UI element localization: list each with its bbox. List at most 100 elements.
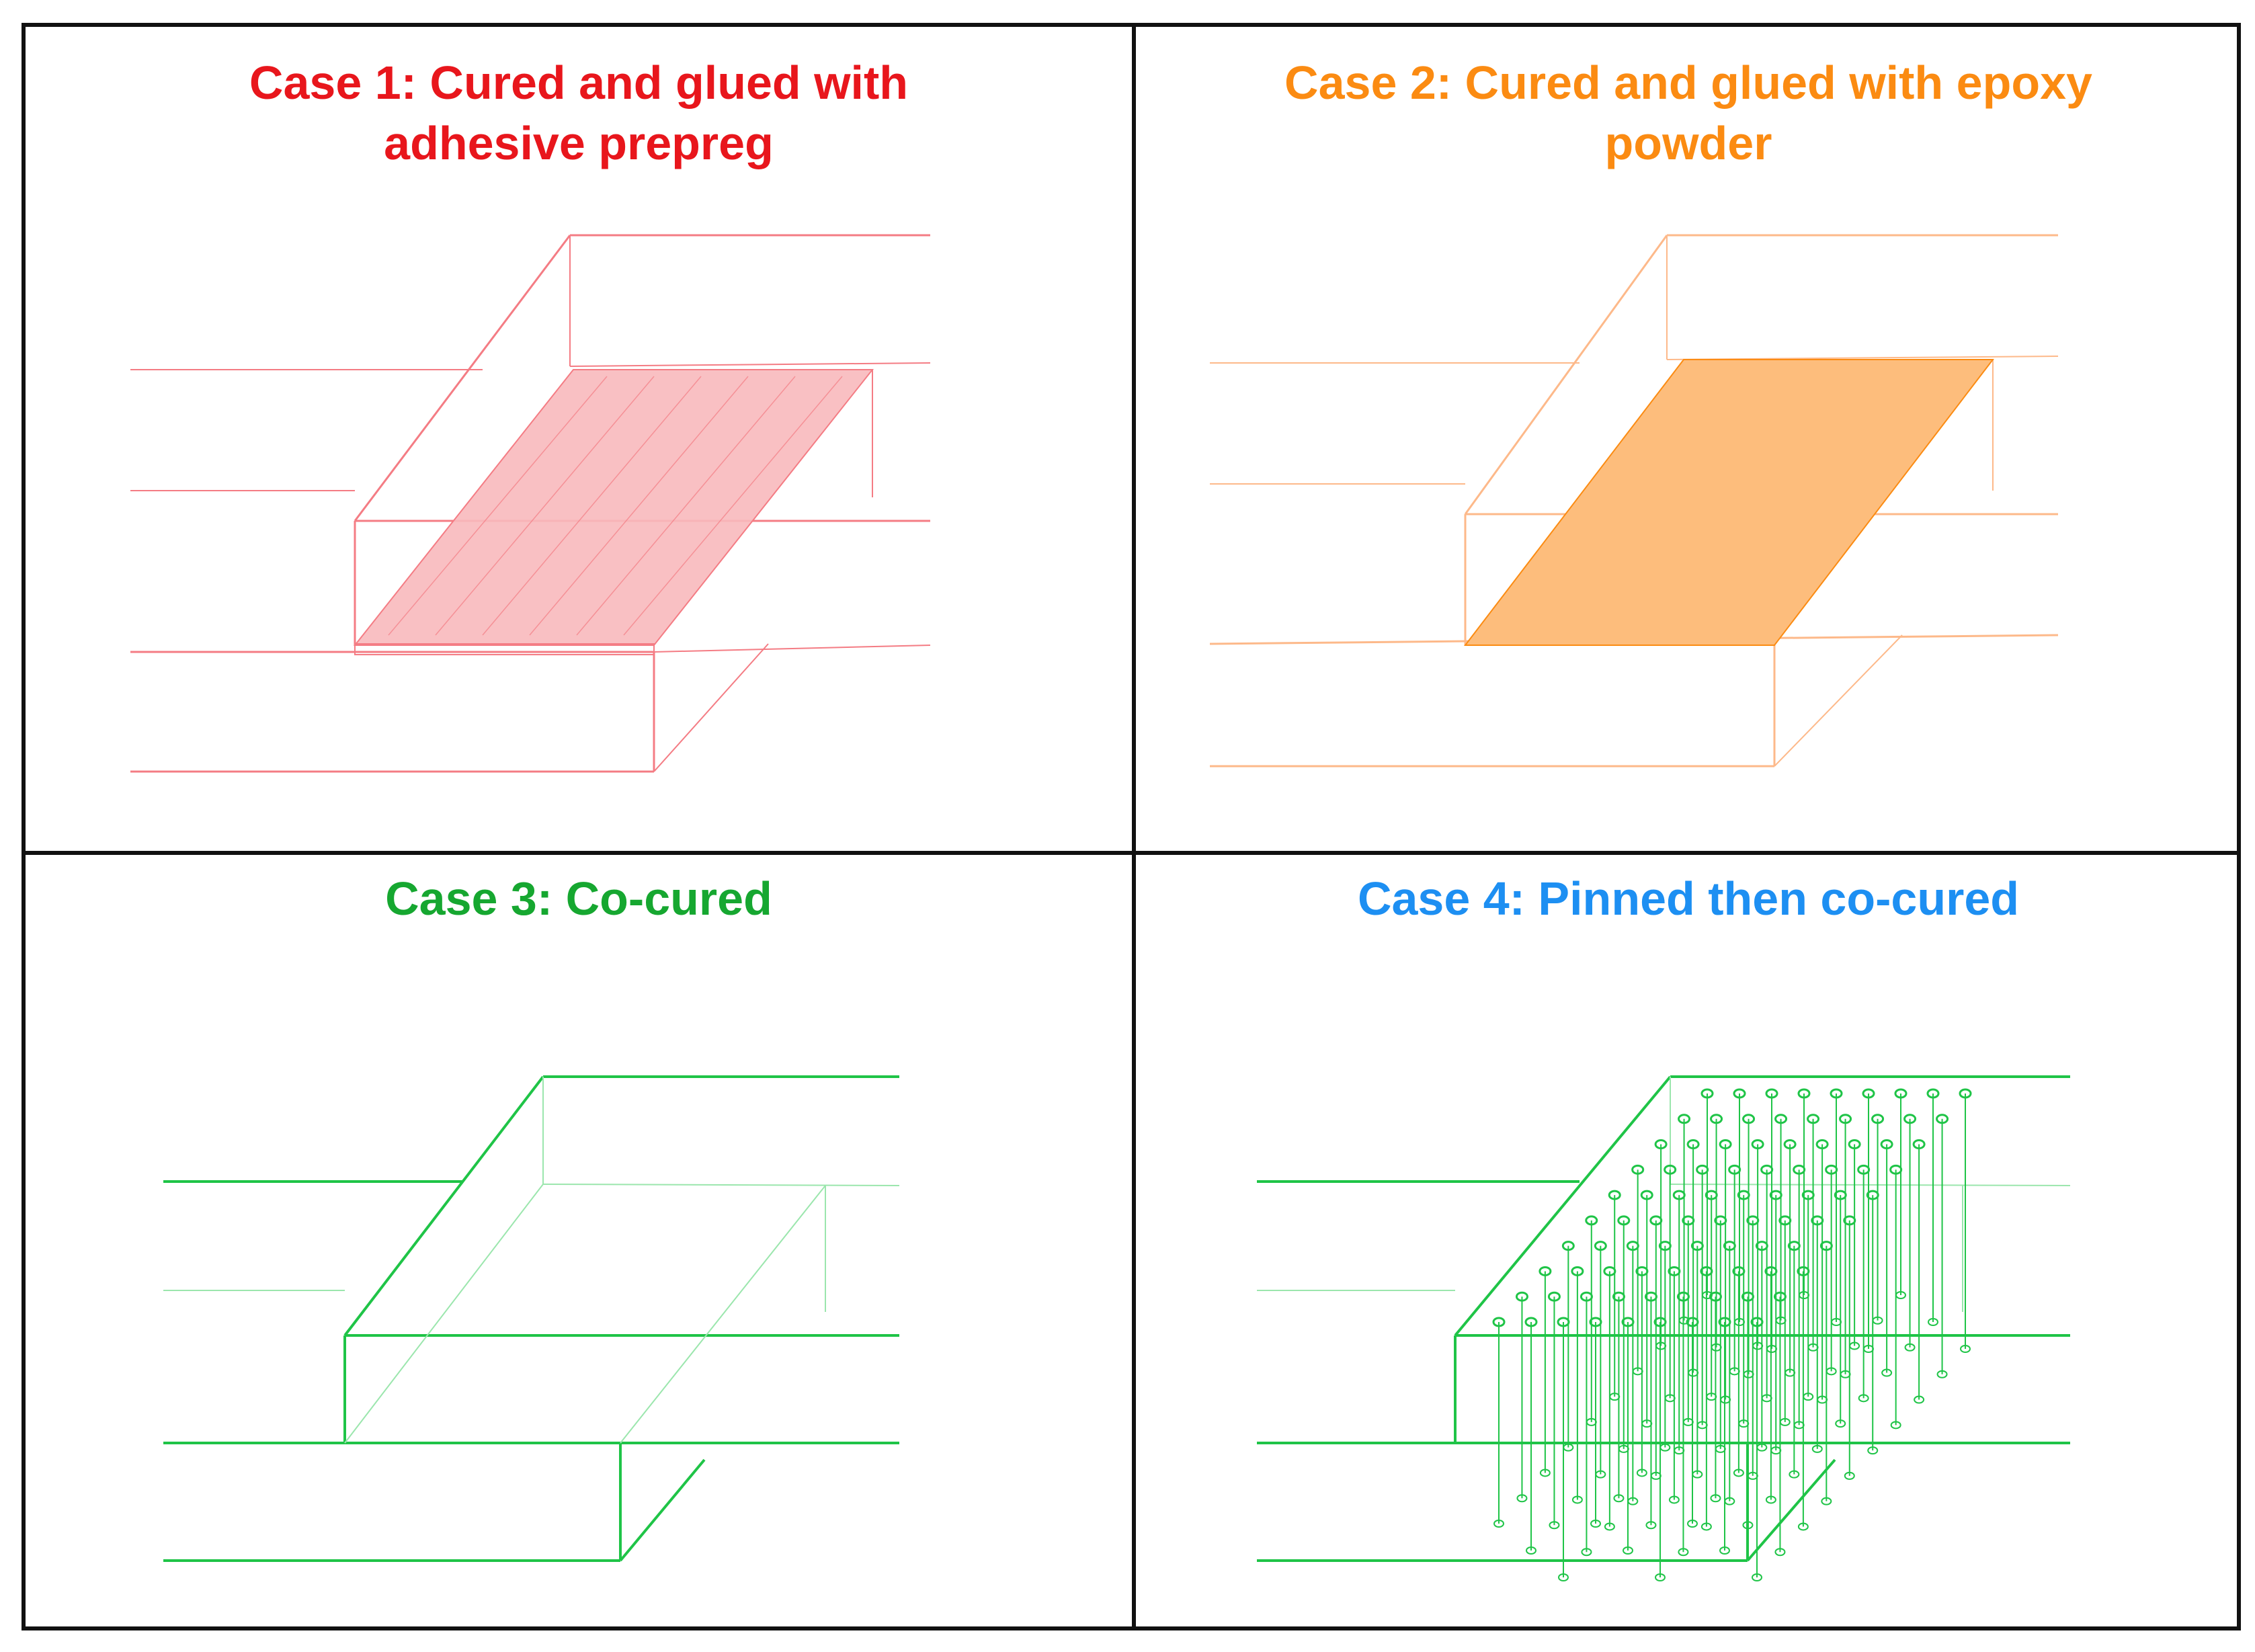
pin-head [1807,1114,1820,1124]
pin-tip [1789,1470,1800,1479]
pin-head [1750,1317,1764,1327]
pin-head [1797,1266,1810,1276]
pin-head [1819,1241,1833,1251]
pin-head [1631,1164,1645,1175]
vertical-divider [1132,27,1136,1626]
pin-tip [1710,1494,1721,1503]
pin-tip [1733,1469,1744,1477]
pin-tip [1613,1494,1625,1503]
panel-title: Case 3: Co-cured [385,872,772,925]
pin-head [1783,1139,1797,1150]
pin-head [1690,1241,1704,1251]
pin-head [1751,1139,1764,1150]
pin-head [1723,1241,1736,1251]
panel-title: Case 1: Cured and glued with adhesive pr… [249,56,909,169]
pin-head [1653,1317,1667,1327]
pin-head [1658,1241,1672,1251]
pin-head [1557,1317,1570,1327]
pin-head [1585,1215,1598,1226]
pin-head [1764,1266,1778,1276]
pin-head [1649,1215,1663,1226]
pin-head [1889,1164,1903,1175]
pin-tip [1742,1521,1754,1530]
panel-case-4: Case 4: Pinned then co-cured [1136,855,2241,1630]
pin-head [1912,1139,1926,1150]
pin-tip [1928,1318,1938,1326]
pin-tip [1936,1370,1948,1378]
pin-head [1492,1317,1506,1327]
pin-head [1608,1190,1621,1200]
panel-title: Case 4: Pinned then co-cured [1357,872,2020,925]
pin-head [1894,1088,1908,1099]
pin-head [1626,1241,1639,1251]
pin-head [1936,1114,1949,1124]
pin-tip [1645,1521,1657,1530]
pin-head [1635,1266,1649,1276]
pin-head [1710,1114,1723,1124]
pin-head [1755,1241,1768,1251]
pin-tip [1623,1546,1633,1555]
pin-head [1640,1190,1653,1200]
pin-tip [1811,1444,1823,1453]
pin-head [1617,1215,1631,1226]
pin-head [1857,1164,1871,1175]
pin-tip [1774,1548,1786,1557]
pin-head [1714,1215,1727,1226]
pin-head [1742,1114,1756,1124]
pin-tip [1516,1494,1528,1503]
single-lap-joint-adhesive-prepreg [130,234,931,773]
pin-tip [1539,1469,1551,1477]
pin-head [1848,1139,1861,1150]
single-lap-joint-pinned [1257,1075,2071,1581]
pin-head [1682,1215,1695,1226]
pin-head [1778,1215,1792,1226]
single-lap-joint-epoxy-powder [1209,234,2059,768]
pin-head [1769,1190,1782,1200]
pin-head [1733,1088,1746,1099]
pin-head [1787,1241,1801,1251]
pin-head [1737,1190,1750,1200]
pin-head [1594,1241,1607,1251]
pin-tip [1526,1546,1536,1555]
pin-head [1880,1139,1893,1150]
pin-tip [1678,1548,1689,1557]
pin-head [1903,1114,1917,1124]
pin-head [1825,1164,1838,1175]
pin-head [1811,1215,1824,1226]
pin-head [1672,1190,1686,1200]
pin-head [1839,1114,1852,1124]
pin-head [1797,1088,1811,1099]
pin-head [1866,1190,1879,1200]
pin-tip [1821,1497,1832,1505]
pin-head [1793,1164,1806,1175]
pin-head [1539,1266,1552,1276]
pin-tip [1493,1520,1504,1528]
pin-head [1801,1190,1815,1200]
pin-tip [1844,1471,1855,1480]
pin-head [1654,1139,1668,1150]
pin-head [1524,1317,1538,1327]
pin-head [1732,1266,1746,1276]
pin-head [1709,1291,1722,1302]
pin-tip [1655,1573,1666,1581]
pin-head [1718,1317,1731,1327]
pin-tip [1765,1495,1776,1504]
pin-head [1686,1139,1700,1150]
pin-head [1705,1190,1718,1200]
pin-head [1765,1088,1778,1099]
horizontal-divider [26,851,2237,855]
pin-head [1676,1291,1690,1302]
pin-tip [1881,1368,1893,1377]
pin-head [1959,1088,1972,1099]
pin-tip [1914,1395,1925,1404]
pin-head [1700,1088,1714,1099]
pin-head [1686,1317,1699,1327]
pin-tip [1581,1548,1592,1557]
pin-tip [1687,1520,1698,1528]
pin-tip [1867,1446,1879,1455]
pin-head [1668,1266,1681,1276]
pin-tip [1835,1419,1846,1428]
pin-tip [1558,1573,1569,1581]
panel-case-3: Case 3: Co-cured [26,855,1132,1630]
pin-tip [1890,1421,1901,1430]
